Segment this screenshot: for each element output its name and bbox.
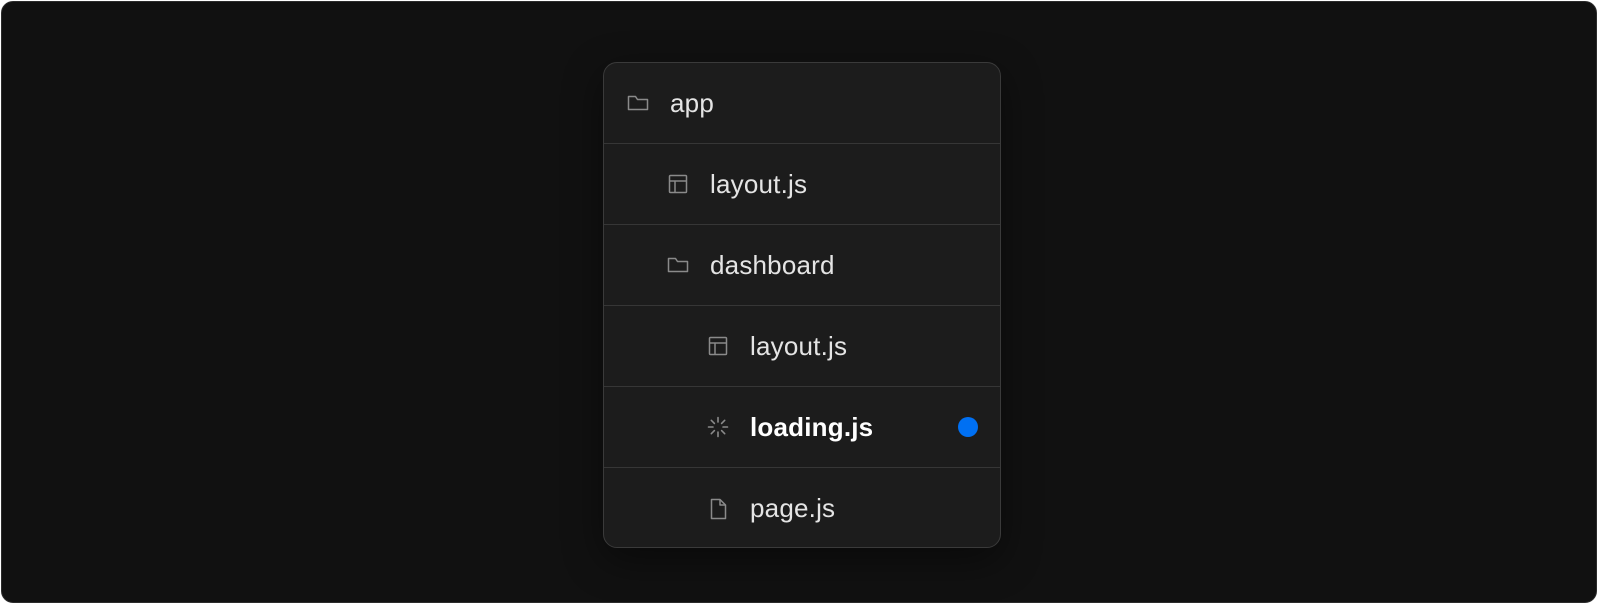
tree-item-label: dashboard	[710, 249, 835, 280]
tree-row-dashboard-folder[interactable]: dashboard	[604, 225, 1000, 306]
tree-row-app-folder[interactable]: app	[604, 63, 1000, 144]
folder-icon	[626, 91, 650, 115]
loading-spinner-icon	[706, 415, 730, 439]
file-icon	[706, 497, 730, 521]
layout-icon	[706, 334, 730, 358]
file-tree: app layout.js dashboard	[603, 62, 1001, 548]
tree-item-label: layout.js	[750, 330, 848, 361]
active-indicator-dot	[958, 417, 978, 437]
folder-icon	[666, 253, 690, 277]
tree-item-label: page.js	[750, 493, 836, 523]
tree-item-label: app	[670, 87, 714, 118]
tree-row-dashboard-layout-file[interactable]: layout.js	[604, 306, 1000, 387]
tree-row-layout-file[interactable]: layout.js	[604, 144, 1000, 225]
tree-item-label: layout.js	[710, 168, 808, 199]
tree-row-page-file[interactable]: page.js	[604, 468, 1000, 547]
tree-row-loading-file[interactable]: loading.js	[604, 387, 1000, 468]
tree-item-label: loading.js	[750, 411, 874, 442]
layout-icon	[666, 172, 690, 196]
